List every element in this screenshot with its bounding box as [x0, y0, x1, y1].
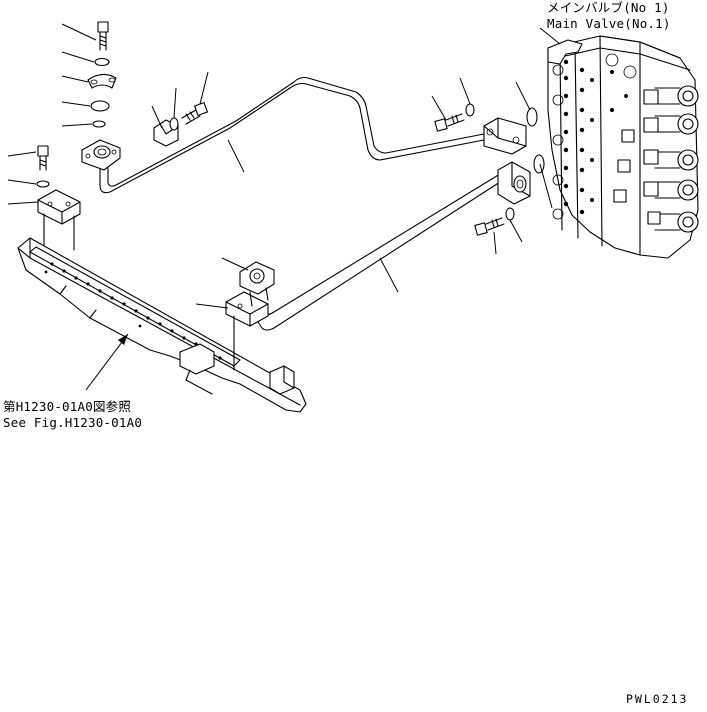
bolt-left: [37, 145, 49, 171]
bolt-valve-lower: [474, 217, 505, 236]
split-flange-upper: [81, 139, 121, 171]
washer-1: [94, 57, 110, 67]
washer-5: [505, 207, 515, 221]
clamp-block-right: [225, 291, 269, 371]
split-flange-half: [87, 73, 117, 89]
main-valve-label-jp: メインバルブ(No 1): [547, 0, 670, 15]
bolt-top-left: [97, 21, 109, 51]
cap: [90, 100, 110, 112]
upper-pipe: [99, 76, 527, 194]
callout-lines: [7, 23, 561, 391]
washer-3: [169, 117, 179, 131]
reference-label-jp: 第H1230-01A0図参照: [3, 399, 132, 414]
bolt-valve-upper: [434, 113, 465, 132]
o-rings: [526, 107, 545, 174]
main-valve-assembly: [547, 35, 699, 259]
bolt-upper-clamp: [181, 102, 208, 125]
frame-rail: [17, 237, 307, 413]
reference-label-en: See Fig.H1230-01A0: [3, 415, 143, 430]
main-valve-label-en: Main Valve(No.1): [547, 16, 671, 31]
split-flange-lower: [239, 261, 275, 307]
drawing-code: PWL0213: [626, 692, 689, 706]
o-ring-small: [92, 120, 106, 128]
washer-2: [36, 180, 50, 188]
washer-4: [465, 103, 475, 117]
lower-pipe: [257, 161, 531, 331]
clamp-block-left: [37, 189, 81, 251]
